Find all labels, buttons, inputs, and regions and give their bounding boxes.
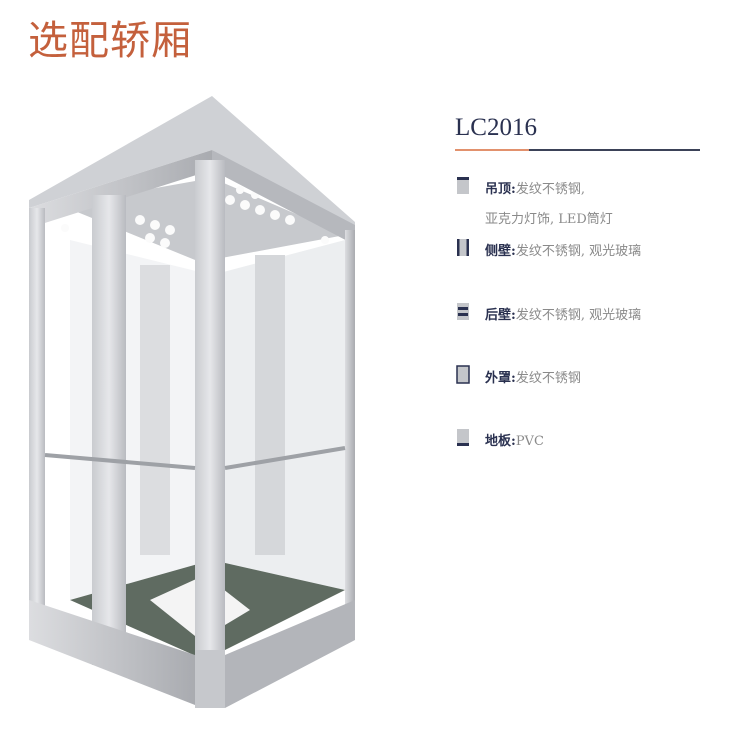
page-title: 选配轿厢 (28, 18, 192, 64)
spec-value: 发纹不锈钢, 观光玻璃 (515, 308, 642, 323)
spec-value-continued: 亚克力灯饰, LED筒灯 (485, 212, 613, 227)
floor-icon (457, 429, 469, 446)
model-name: LC2016 (455, 114, 537, 141)
rear-wall-icon (457, 303, 469, 320)
spec-value: 发纹不锈钢 (515, 371, 581, 386)
spec-value: 发纹不锈钢, (515, 182, 585, 197)
spec-label: 地板: (485, 434, 516, 449)
spec-label: 外罩: (485, 371, 516, 386)
side-wall-icon (457, 239, 469, 256)
spec-label: 吊顶: (485, 182, 516, 197)
spec-value: PVC (515, 434, 544, 449)
spec-value: 发纹不锈钢, 观光玻璃 (515, 244, 642, 259)
spec-label: 后壁: (485, 308, 516, 323)
cover-icon (456, 365, 470, 384)
ceiling-icon (457, 177, 469, 194)
divider-accent (455, 149, 529, 151)
spec-label: 侧壁: (485, 244, 516, 259)
divider (455, 149, 700, 151)
